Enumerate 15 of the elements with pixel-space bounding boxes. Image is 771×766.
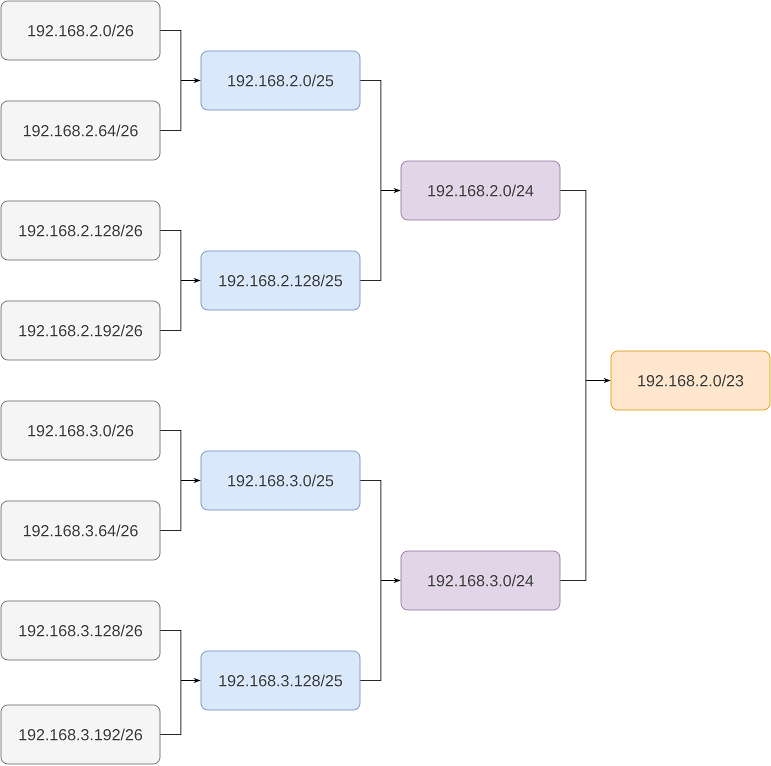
subnet-box: 192.168.2.192/26 [0,300,160,360]
subnet-box: 192.168.3.192/26 [0,704,160,764]
subnet-box: 192.168.2.64/26 [0,100,160,160]
subnet-box: 192.168.2.128/26 [0,200,160,260]
subnet-box: 192.168.2.0/24 [400,160,560,220]
subnet-box: 192.168.3.64/26 [0,500,160,560]
subnet-box: 192.168.2.128/25 [200,250,360,310]
subnet-box: 192.168.3.128/25 [200,650,360,710]
subnet-box: 192.168.3.0/25 [200,450,360,510]
subnet-box: 192.168.3.0/24 [400,550,560,610]
subnet-box: 192.168.2.0/23 [610,350,770,410]
subnet-box: 192.168.2.0/26 [0,0,160,60]
subnet-box: 192.168.2.0/25 [200,50,360,110]
subnet-box: 192.168.3.128/26 [0,600,160,660]
subnet-box: 192.168.3.0/26 [0,400,160,460]
